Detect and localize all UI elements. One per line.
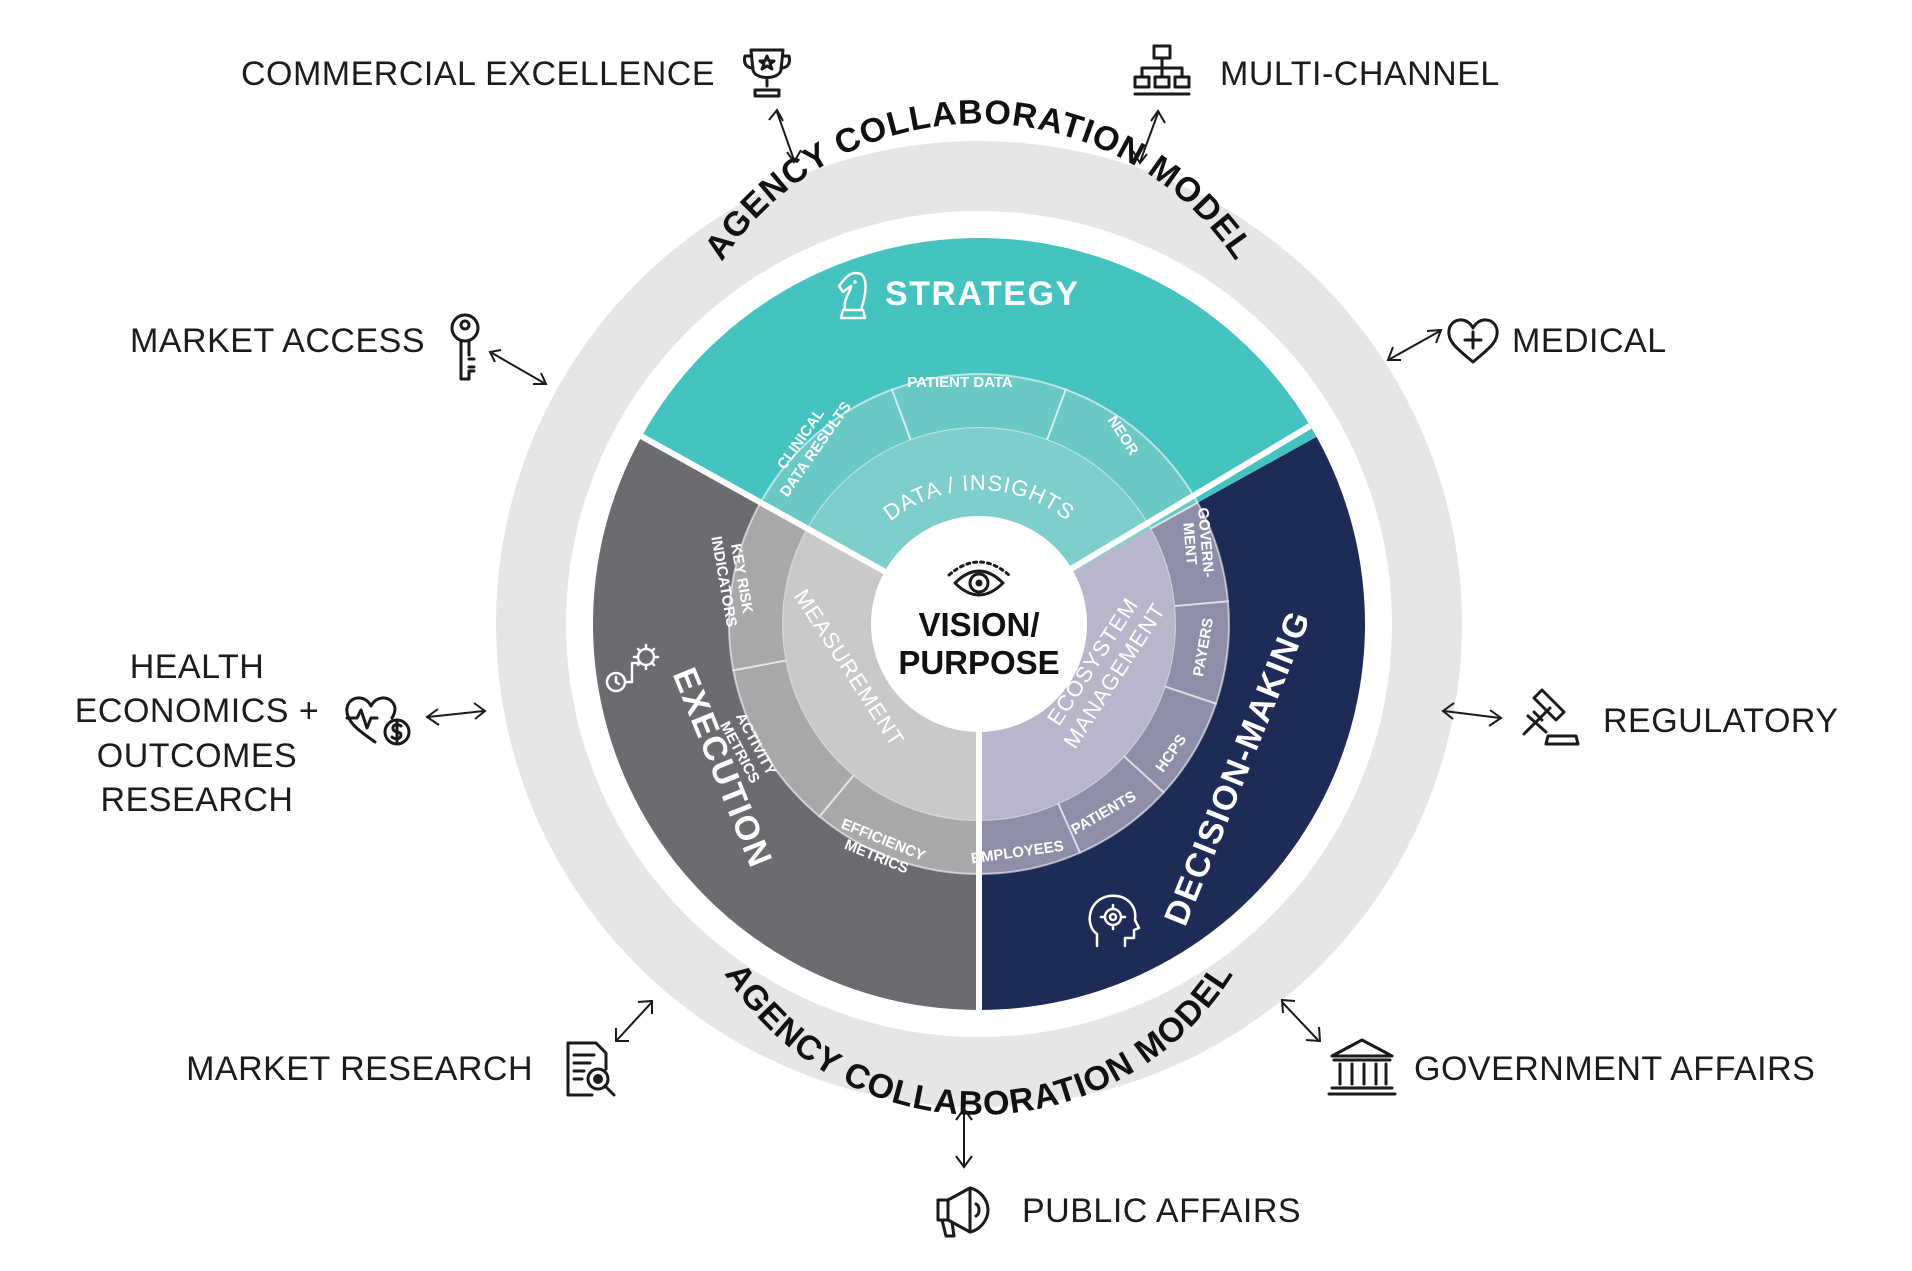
- gavel-icon: [1522, 688, 1580, 746]
- government-line-1: GOVERN-: [1194, 507, 1217, 578]
- commercial-arrow: [768, 108, 802, 164]
- head-gear-icon: [1088, 894, 1141, 948]
- multi-channel-label: MULTI-CHANNEL: [1220, 55, 1500, 93]
- multichannel-arrow: [1132, 109, 1166, 165]
- market-research-label: MARKET RESEARCH: [186, 1050, 533, 1088]
- heor-line-3: OUTCOMES: [97, 737, 297, 775]
- trophy-icon: [743, 48, 791, 98]
- patient-data-label: PATIENT DATA: [907, 374, 1013, 391]
- government-building-icon: [1327, 1038, 1397, 1096]
- chess-knight-icon: [837, 271, 867, 320]
- center-line-1: VISION/: [918, 606, 1039, 643]
- key-icon: [450, 313, 480, 381]
- medical-arrow: [1386, 328, 1443, 361]
- government-label: GOVERN- MENT: [1179, 507, 1217, 578]
- decision-making-outer-wedge: [979, 436, 1365, 1010]
- execution-middle-wedge: [782, 528, 979, 821]
- heart-dollar-icon: [345, 696, 411, 746]
- heor-line-2: ECONOMICS +: [75, 692, 319, 730]
- strategy-middle-wedge: [807, 427, 1151, 573]
- public-affairs-arrow: [955, 1107, 973, 1169]
- decision-making-middle-wedge: [979, 528, 1175, 820]
- center-circle: [871, 516, 1087, 732]
- strategy-title-group: STRATEGY: [837, 271, 1080, 320]
- heor-line-1: HEALTH: [130, 648, 265, 686]
- government-affairs-arrow: [1280, 998, 1322, 1043]
- strategy-title: STRATEGY: [885, 275, 1080, 313]
- eye-icon: [947, 560, 1011, 597]
- heor-line-4: RESEARCH: [101, 781, 294, 819]
- document-search-icon: [566, 1041, 616, 1097]
- execution-outer-wedge: [593, 436, 979, 1010]
- heor-arrow: [425, 702, 487, 726]
- regulatory-arrow: [1441, 702, 1503, 727]
- medical-label: MEDICAL: [1512, 322, 1667, 360]
- center-line-2: PURPOSE: [898, 644, 1059, 681]
- government-line-2: MENT: [1179, 522, 1200, 566]
- heart-plus-icon: [1447, 318, 1499, 364]
- strategy-outer-wedge: [641, 238, 1317, 503]
- wheel-segments: [593, 238, 1365, 1010]
- market-access-label: MARKET ACCESS: [130, 322, 425, 360]
- market-access-arrow: [488, 349, 548, 385]
- commercial-excellence-label: COMMERCIAL EXCELLENCE: [241, 55, 715, 93]
- government-affairs-label: GOVERNMENT AFFAIRS: [1414, 1050, 1815, 1088]
- megaphone-icon: [936, 1186, 990, 1238]
- public-affairs-label: PUBLIC AFFAIRS: [1022, 1192, 1301, 1230]
- market-research-arrow: [615, 999, 653, 1042]
- process-gear-icon: [605, 643, 660, 693]
- hierarchy-icon: [1133, 44, 1191, 96]
- regulatory-label: REGULATORY: [1603, 702, 1839, 740]
